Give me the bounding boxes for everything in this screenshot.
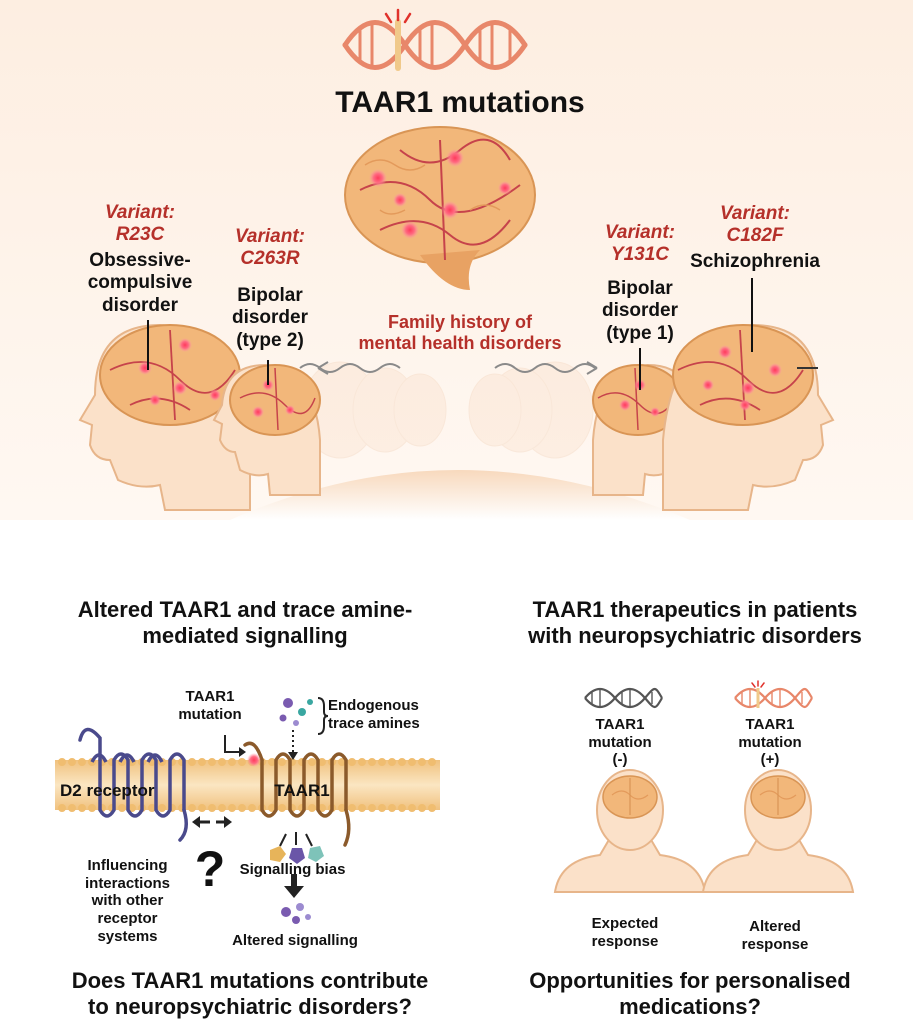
left-panel-question: Does TAAR1 mutations contribute to neuro… bbox=[71, 968, 429, 1019]
mutation-positive-label: TAAR1 mutation (+) bbox=[738, 716, 802, 769]
interaction-dashed-arrow bbox=[192, 816, 232, 828]
wavy-arrow-left bbox=[299, 361, 401, 375]
taar1-receptor-shape bbox=[243, 741, 351, 847]
right-panel-question: Opportunities for personalised medicatio… bbox=[529, 968, 851, 1019]
endogenous-amines-label: Endogenous trace amines bbox=[328, 697, 420, 732]
taar1-mutation-label: TAAR1 mutation bbox=[178, 688, 242, 723]
mutation-negative-label: TAAR1 mutation (-) bbox=[588, 716, 652, 769]
wavy-arrow-right bbox=[494, 361, 598, 375]
faded-heads-left bbox=[301, 361, 447, 459]
left-panel-heading: Altered TAAR1 and trace amine- mediated … bbox=[77, 597, 413, 648]
mutation-site-marker bbox=[247, 753, 261, 767]
head-r23c bbox=[78, 323, 251, 511]
variant-y131c-label: Variant: Y131C bbox=[604, 222, 676, 266]
head-c182f bbox=[662, 323, 835, 511]
altered-signalling-label: Altered signalling bbox=[232, 932, 358, 949]
g-protein-icons bbox=[270, 846, 324, 864]
trace-amine-molecules bbox=[279, 698, 313, 726]
leader-lines bbox=[147, 278, 753, 390]
faded-heads-right bbox=[468, 361, 594, 459]
altered-response-label: Altered response bbox=[741, 918, 809, 953]
d2-receptor-extracellular-loops bbox=[90, 753, 164, 763]
signalling-arrows bbox=[279, 832, 313, 847]
mutation-spark-small-icon bbox=[751, 680, 765, 688]
patient-positive bbox=[701, 769, 855, 893]
patient-negative bbox=[553, 769, 707, 893]
influencing-interactions-label: Influencing interactions with other rece… bbox=[84, 857, 171, 945]
disorder-bipolar2-label: Bipolar disorder (type 2) bbox=[231, 285, 309, 351]
floor-glow bbox=[230, 470, 690, 520]
dna-positive-icon bbox=[734, 687, 813, 709]
down-arrow-bold bbox=[284, 874, 304, 898]
taar1-label: TAAR1 bbox=[274, 781, 330, 800]
d2-receptor-shape bbox=[78, 727, 188, 842]
variant-r23c-label: Variant: R23C bbox=[104, 202, 176, 246]
disorder-schizophrenia-label: Schizophrenia bbox=[690, 251, 820, 272]
d2-receptor-label: D2 receptor bbox=[60, 781, 155, 800]
altered-signalling-molecules bbox=[281, 903, 311, 924]
mutation-spark-icon bbox=[384, 8, 412, 24]
mutation-pointer-arrow bbox=[224, 735, 246, 757]
endogenous-brace bbox=[317, 697, 329, 735]
main-title: TAAR1 mutations bbox=[335, 86, 585, 119]
head-c263r bbox=[212, 363, 321, 496]
right-panel-heading: TAAR1 therapeutics in patients with neur… bbox=[528, 597, 862, 648]
dna-mutation-icon bbox=[342, 19, 528, 71]
signalling-bias-label: Signalling bias bbox=[239, 861, 346, 878]
amine-dotted-arrow bbox=[288, 730, 298, 760]
central-brain-icon bbox=[344, 126, 536, 290]
variant-c182f-label: Variant: C182F bbox=[719, 203, 791, 247]
dna-negative-icon bbox=[584, 687, 663, 709]
question-mark: ? bbox=[194, 841, 226, 897]
disorder-ocd-label: Obsessive- compulsive disorder bbox=[87, 250, 193, 316]
disorder-bipolar1-label: Bipolar disorder (type 1) bbox=[601, 278, 679, 344]
variant-c263r-label: Variant: C263R bbox=[234, 226, 306, 270]
family-history-label: Family history of mental health disorder… bbox=[358, 312, 562, 354]
expected-response-label: Expected response bbox=[591, 915, 659, 950]
